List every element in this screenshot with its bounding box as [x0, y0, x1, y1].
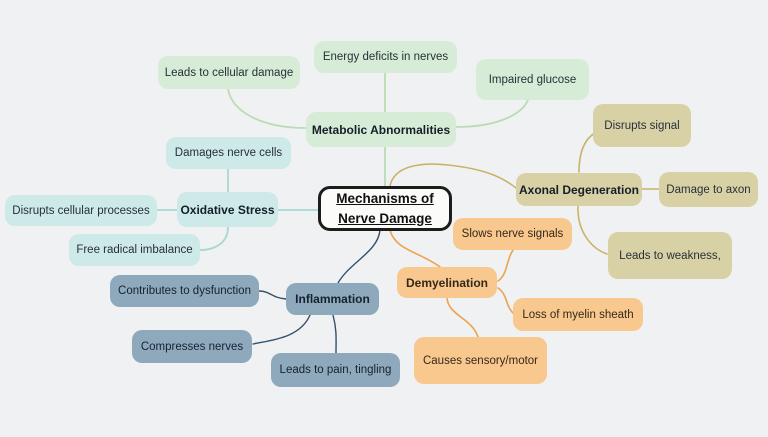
node-leads-to-weakness[interactable]: Leads to weakness,	[608, 232, 732, 279]
node-free-radical-imbalance[interactable]: Free radical imbalance	[69, 234, 200, 266]
node-label: Leads to pain, tingling	[279, 364, 392, 376]
node-label: Loss of myelin sheath	[522, 308, 634, 321]
node-leads-pain-tingling[interactable]: Leads to pain, tingling	[271, 353, 400, 387]
node-label: Leads to weakness,	[619, 249, 721, 262]
edge-metabolic-glucose	[455, 99, 529, 128]
edge-oxidative-radical	[199, 226, 229, 251]
edge-inflammation-dysfunction	[258, 290, 287, 300]
node-contributes-dysfunction[interactable]: Contributes to dysfunction	[110, 275, 259, 307]
center-title-line2: Nerve Damage	[338, 210, 432, 226]
node-axonal-degeneration[interactable]: Axonal Degeneration	[516, 173, 642, 206]
node-label: Disrupts cellular processes	[12, 204, 150, 217]
node-damages-nerve-cells[interactable]: Damages nerve cells	[166, 137, 291, 169]
node-label: Metabolic Abnormalities	[311, 122, 451, 137]
node-label: Energy deficits in nerves	[322, 51, 449, 63]
node-label: Impaired glucose	[488, 73, 577, 86]
node-label: Contributes to dysfunction	[118, 285, 251, 297]
node-demyelination[interactable]: Demyelination	[397, 267, 497, 298]
node-label: Damage to axon	[666, 183, 751, 196]
node-damage-to-axon[interactable]: Damage to axon	[659, 172, 758, 207]
node-center-mechanisms[interactable]: Mechanisms of Nerve Damage	[318, 186, 452, 231]
node-metabolic-abnormalities[interactable]: Metabolic Abnormalities	[306, 112, 456, 147]
node-label: Leads to cellular damage	[164, 66, 294, 79]
edge-axonal-signal	[578, 132, 596, 173]
node-disrupts-cellular-processes[interactable]: Disrupts cellular processes	[5, 195, 157, 226]
node-impaired-glucose[interactable]: Impaired glucose	[476, 59, 589, 100]
node-label: Compresses nerves	[140, 340, 244, 353]
node-label: Oxidative Stress	[180, 202, 275, 217]
node-oxidative-stress[interactable]: Oxidative Stress	[177, 192, 278, 227]
node-label: Slows nerve signals	[461, 228, 564, 240]
center-title-line1: Mechanisms of	[336, 190, 434, 206]
node-energy-deficits[interactable]: Energy deficits in nerves	[314, 41, 457, 73]
node-causes-sensory-motor[interactable]: Causes sensory/motor	[414, 337, 547, 384]
node-label: Inflammation	[295, 292, 370, 306]
edge-axonal-weakness	[577, 205, 608, 255]
node-inflammation[interactable]: Inflammation	[286, 283, 379, 315]
edge-center-demyelination	[389, 229, 441, 268]
edge-metabolic-cellular	[227, 88, 307, 129]
node-disrupts-signal[interactable]: Disrupts signal	[593, 104, 691, 147]
edge-demyelination-slows	[497, 249, 514, 282]
node-loss-myelin-sheath[interactable]: Loss of myelin sheath	[513, 298, 643, 331]
edge-demyelination-myelin	[497, 287, 514, 314]
node-slows-nerve-signals[interactable]: Slows nerve signals	[453, 218, 572, 250]
edge-inflammation-pain	[332, 314, 337, 354]
edge-center-inflammation	[337, 229, 381, 284]
node-label: Causes sensory/motor	[422, 354, 539, 367]
node-compresses-nerves[interactable]: Compresses nerves	[132, 330, 252, 363]
node-leads-cellular-damage[interactable]: Leads to cellular damage	[158, 56, 300, 89]
node-label: Demyelination	[405, 275, 489, 290]
edge-demyelination-sensory	[446, 296, 479, 338]
edge-inflammation-compresses	[252, 314, 311, 345]
node-label: Disrupts signal	[604, 119, 680, 132]
edge-center-axonal	[389, 163, 517, 189]
node-label: Free radical imbalance	[76, 244, 193, 256]
node-label: Damages nerve cells	[174, 147, 283, 159]
node-label: Axonal Degeneration	[518, 182, 640, 197]
